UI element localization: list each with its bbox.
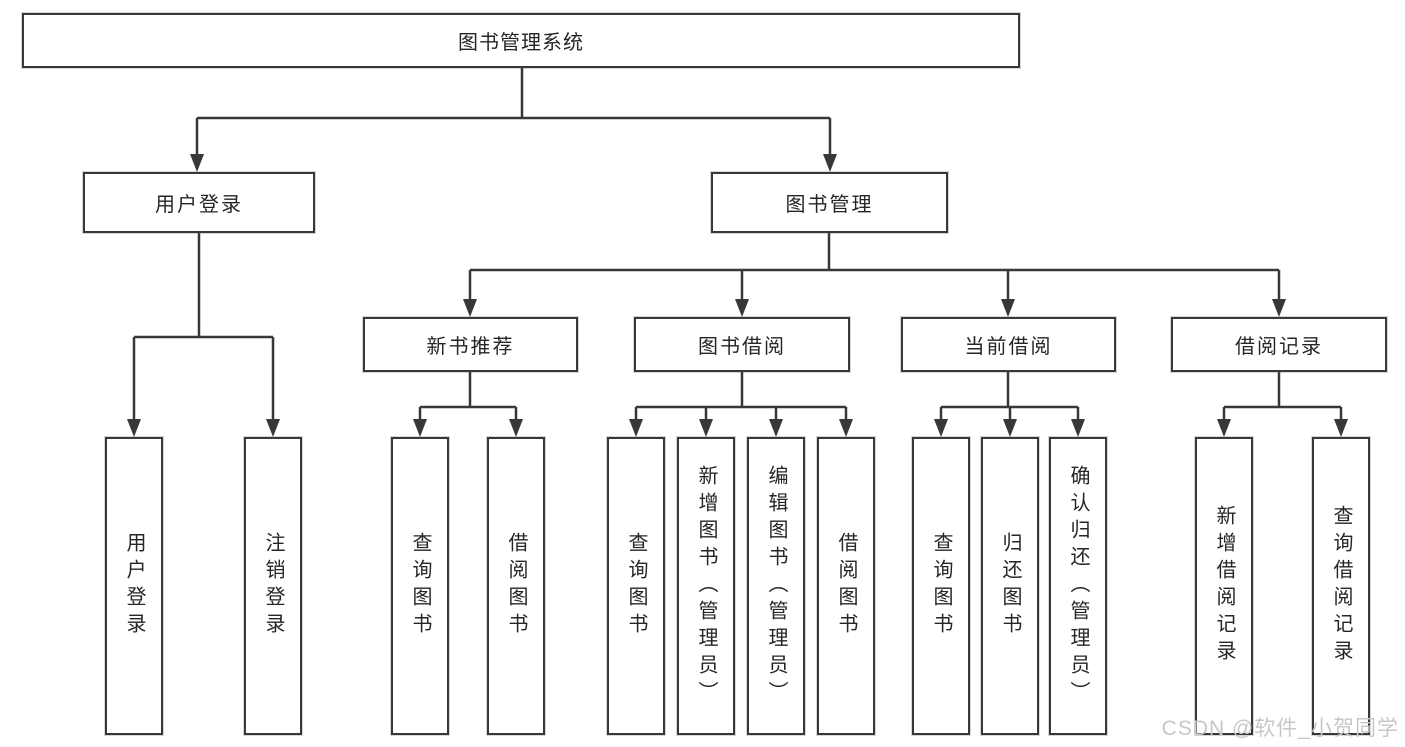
leaf-edit-books-admin: 编辑图书（管理员） <box>747 437 805 735</box>
node-root-library-system: 图书管理系统 <box>22 13 1020 68</box>
node-label: 查询图书 <box>409 532 431 640</box>
leaf-query-books-borrowing: 查询图书 <box>607 437 665 735</box>
node-label: 注销登录 <box>262 532 284 640</box>
node-user-login: 用户登录 <box>83 172 315 233</box>
node-current-borrowing: 当前借阅 <box>901 317 1116 372</box>
node-label: 查询图书 <box>625 532 647 640</box>
leaf-add-books-admin: 新增图书（管理员） <box>677 437 735 735</box>
node-label: 图书管理系统 <box>458 32 584 54</box>
leaf-query-borrow-record: 查询借阅记录 <box>1312 437 1370 735</box>
leaf-borrow-books-recommend: 借阅图书 <box>487 437 545 735</box>
leaf-confirm-return-admin: 确认归还（管理员） <box>1049 437 1107 735</box>
node-label: 借阅记录 <box>1235 336 1323 358</box>
node-label: 用户登录 <box>155 194 243 216</box>
node-label: 确认归还（管理员） <box>1067 464 1089 708</box>
node-book-management: 图书管理 <box>711 172 948 233</box>
leaf-user-login: 用户登录 <box>105 437 163 735</box>
leaf-query-books-recommend: 查询图书 <box>391 437 449 735</box>
leaf-add-borrow-record: 新增借阅记录 <box>1195 437 1253 735</box>
node-label: 新增图书（管理员） <box>695 464 717 708</box>
node-label: 借阅图书 <box>835 532 857 640</box>
leaf-logout: 注销登录 <box>244 437 302 735</box>
node-label: 归还图书 <box>999 532 1021 640</box>
node-label: 借阅图书 <box>505 532 527 640</box>
node-label: 编辑图书（管理员） <box>765 464 787 708</box>
leaf-borrow-books-borrowing: 借阅图书 <box>817 437 875 735</box>
node-label: 当前借阅 <box>964 336 1053 358</box>
leaf-query-books-current: 查询图书 <box>912 437 970 735</box>
node-new-book-recommend: 新书推荐 <box>363 317 578 372</box>
node-label: 新增借阅记录 <box>1213 505 1235 667</box>
csdn-watermark: CSDN @软件_小贺同学 <box>1161 717 1399 740</box>
node-label: 查询图书 <box>930 532 952 640</box>
node-label: 图书管理 <box>785 194 874 216</box>
node-label: 图书借阅 <box>698 336 786 358</box>
node-book-borrowing: 图书借阅 <box>634 317 850 372</box>
node-borrowing-records: 借阅记录 <box>1171 317 1387 372</box>
node-label: 新书推荐 <box>426 336 515 358</box>
node-label: 查询借阅记录 <box>1330 505 1352 667</box>
leaf-return-books: 归还图书 <box>981 437 1039 735</box>
node-label: 用户登录 <box>123 532 145 640</box>
